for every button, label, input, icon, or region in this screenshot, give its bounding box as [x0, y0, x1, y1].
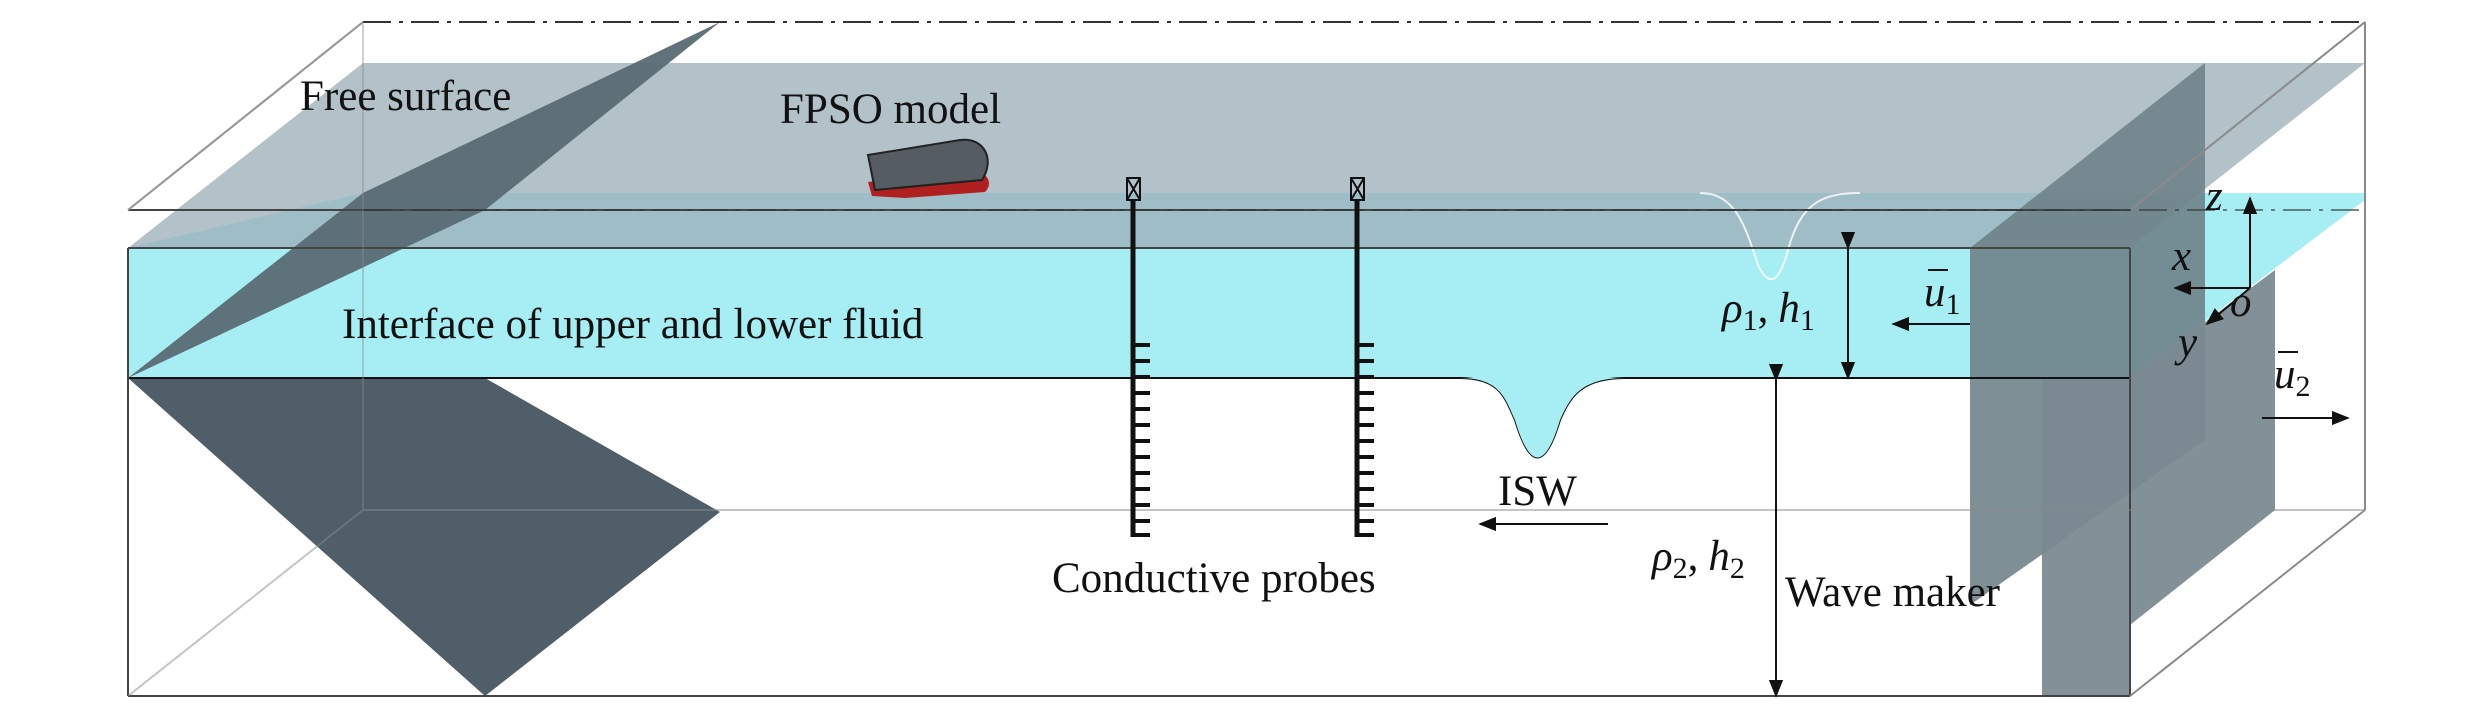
u1-subscript: 1 — [1946, 288, 1961, 321]
probe-1-ticks — [1133, 343, 1150, 537]
rho2-subscript: 2 — [1673, 552, 1688, 585]
fpso-model — [866, 138, 989, 198]
h2-symbol: h — [1708, 533, 1730, 580]
u2-label: u2 — [2274, 351, 2311, 403]
u2-subscript: 2 — [2296, 370, 2311, 403]
wave-maker-label: Wave maker — [1785, 569, 2000, 616]
probe-2-ticks — [1357, 343, 1374, 537]
y-axis — [2205, 287, 2251, 326]
rho1-h1-label: ρ1,h1 — [1720, 285, 1815, 337]
surface-depression — [1699, 192, 1861, 280]
rho2-comma: , — [1688, 533, 1699, 580]
axis-o-label: o — [2230, 279, 2252, 326]
h2-subscript: 2 — [1730, 552, 1745, 585]
fpso-model-label: FPSO model — [780, 86, 1001, 133]
axis-z-label: z — [2205, 173, 2223, 220]
u1-label: u1 — [1924, 269, 1961, 321]
wave-maker-lower — [2042, 270, 2275, 696]
rho2-symbol: ρ — [1650, 533, 1673, 580]
rho1-comma: , — [1758, 285, 1769, 332]
rho2-h2-label: ρ2,h2 — [1650, 533, 1745, 585]
free-surface-label: Free surface — [300, 73, 511, 120]
conductive-probe-1 — [1126, 177, 1150, 537]
h1-subscript: 1 — [1800, 304, 1815, 337]
interface-label: Interface of upper and lower fluid — [342, 301, 923, 348]
axis-y-label: y — [2174, 319, 2198, 366]
free-surface-plane — [128, 63, 2365, 248]
u1-symbol: u — [1924, 269, 1946, 316]
conductive-probes-label: Conductive probes — [1052, 555, 1376, 602]
coordinate-axes — [2173, 196, 2258, 326]
isw-label: ISW — [1498, 468, 1577, 515]
rho1-subscript: 1 — [1743, 304, 1758, 337]
beach-slope-lower — [128, 378, 720, 696]
conductive-probe-2 — [1350, 177, 1374, 537]
u2-symbol: u — [2274, 351, 2296, 398]
rho1-symbol: ρ — [1720, 285, 1743, 332]
beach-slope-upper — [128, 22, 720, 378]
axis-x-label: x — [2171, 233, 2191, 280]
isw-trough-fill — [1460, 378, 1625, 458]
h1-symbol: h — [1778, 285, 1800, 332]
dash-dot-lines — [127, 21, 2365, 211]
